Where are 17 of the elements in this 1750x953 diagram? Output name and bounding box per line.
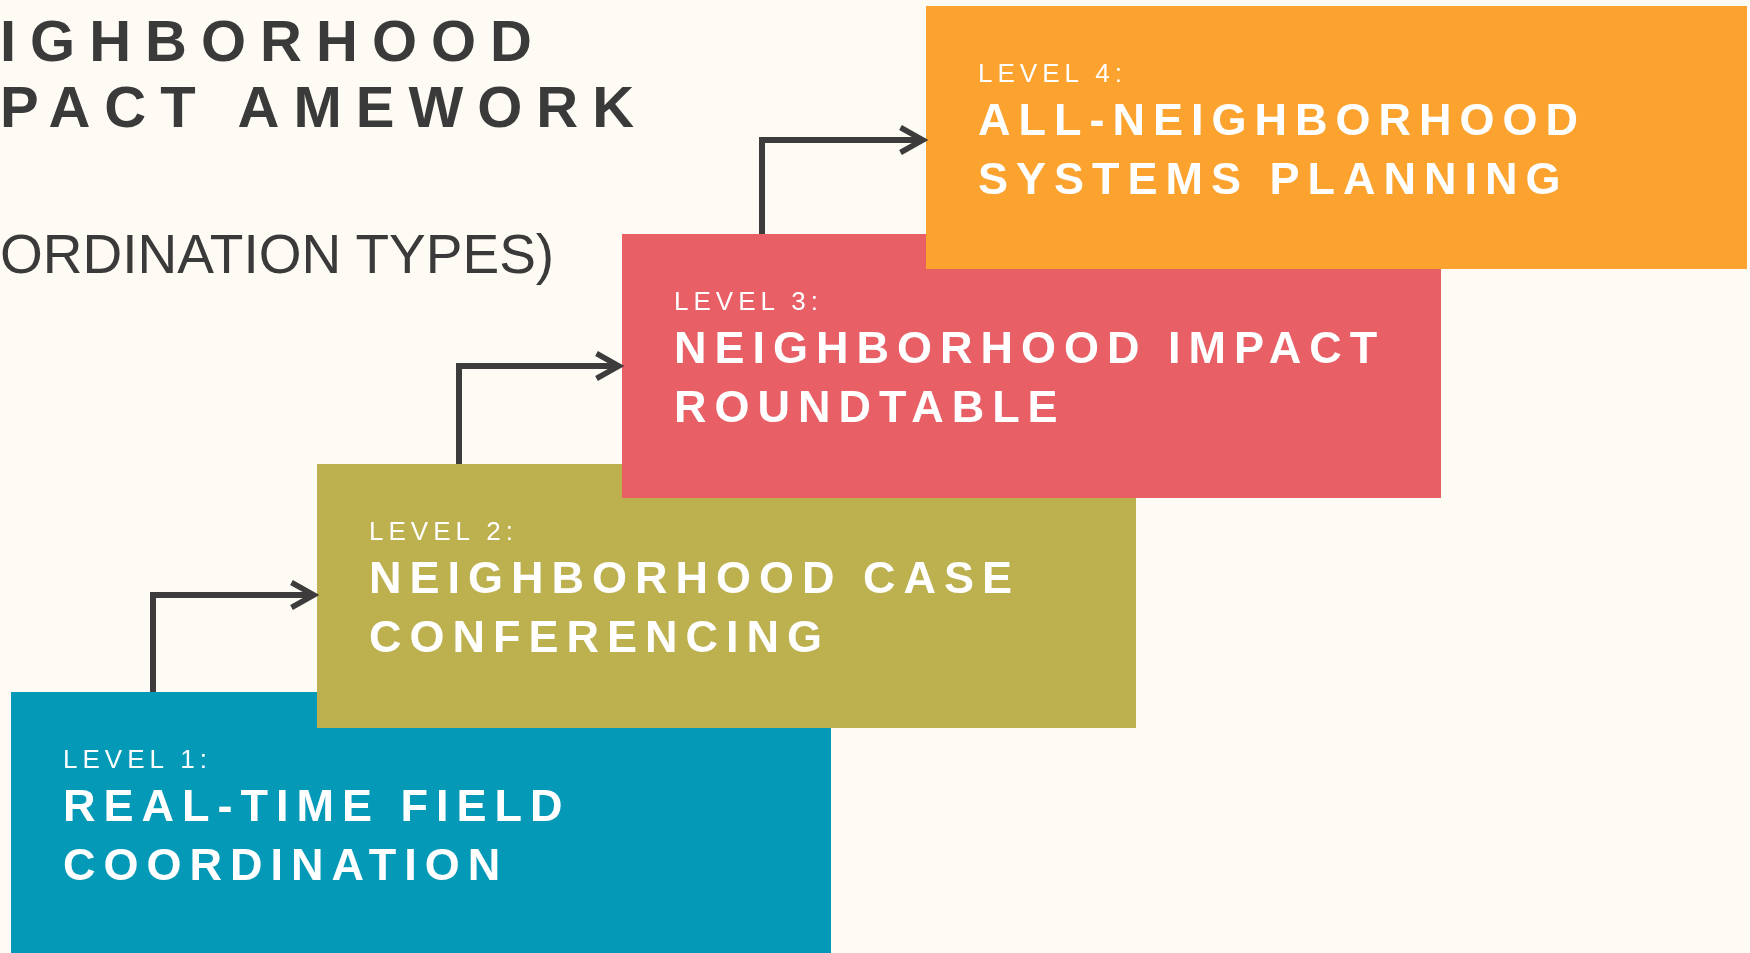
level-box (926, 6, 1747, 269)
level-label: LEVEL 2: (369, 516, 518, 547)
level-title: NEIGHBORHOOD CASE CONFERENCING (369, 551, 1022, 664)
level-label: LEVEL 1: (63, 744, 212, 775)
level-box (317, 464, 1136, 728)
title: IGHBORHOOD PACT AMEWORK (0, 8, 650, 140)
step-arrow (759, 124, 926, 234)
level-title: ALL-NEIGHBORHOOD SYSTEMS PLANNING (978, 93, 1587, 206)
level-box (622, 234, 1441, 498)
step-arrow (150, 579, 317, 692)
level-label: LEVEL 4: (978, 58, 1127, 89)
level-box (11, 692, 831, 953)
level-title: NEIGHBORHOOD IMPACT ROUNDTABLE (674, 321, 1387, 434)
level-title: REAL-TIME FIELD COORDINATION (63, 779, 572, 892)
level-label: LEVEL 3: (674, 286, 823, 317)
step-arrow (456, 350, 622, 464)
subtitle: ORDINATION TYPES) (0, 222, 555, 286)
